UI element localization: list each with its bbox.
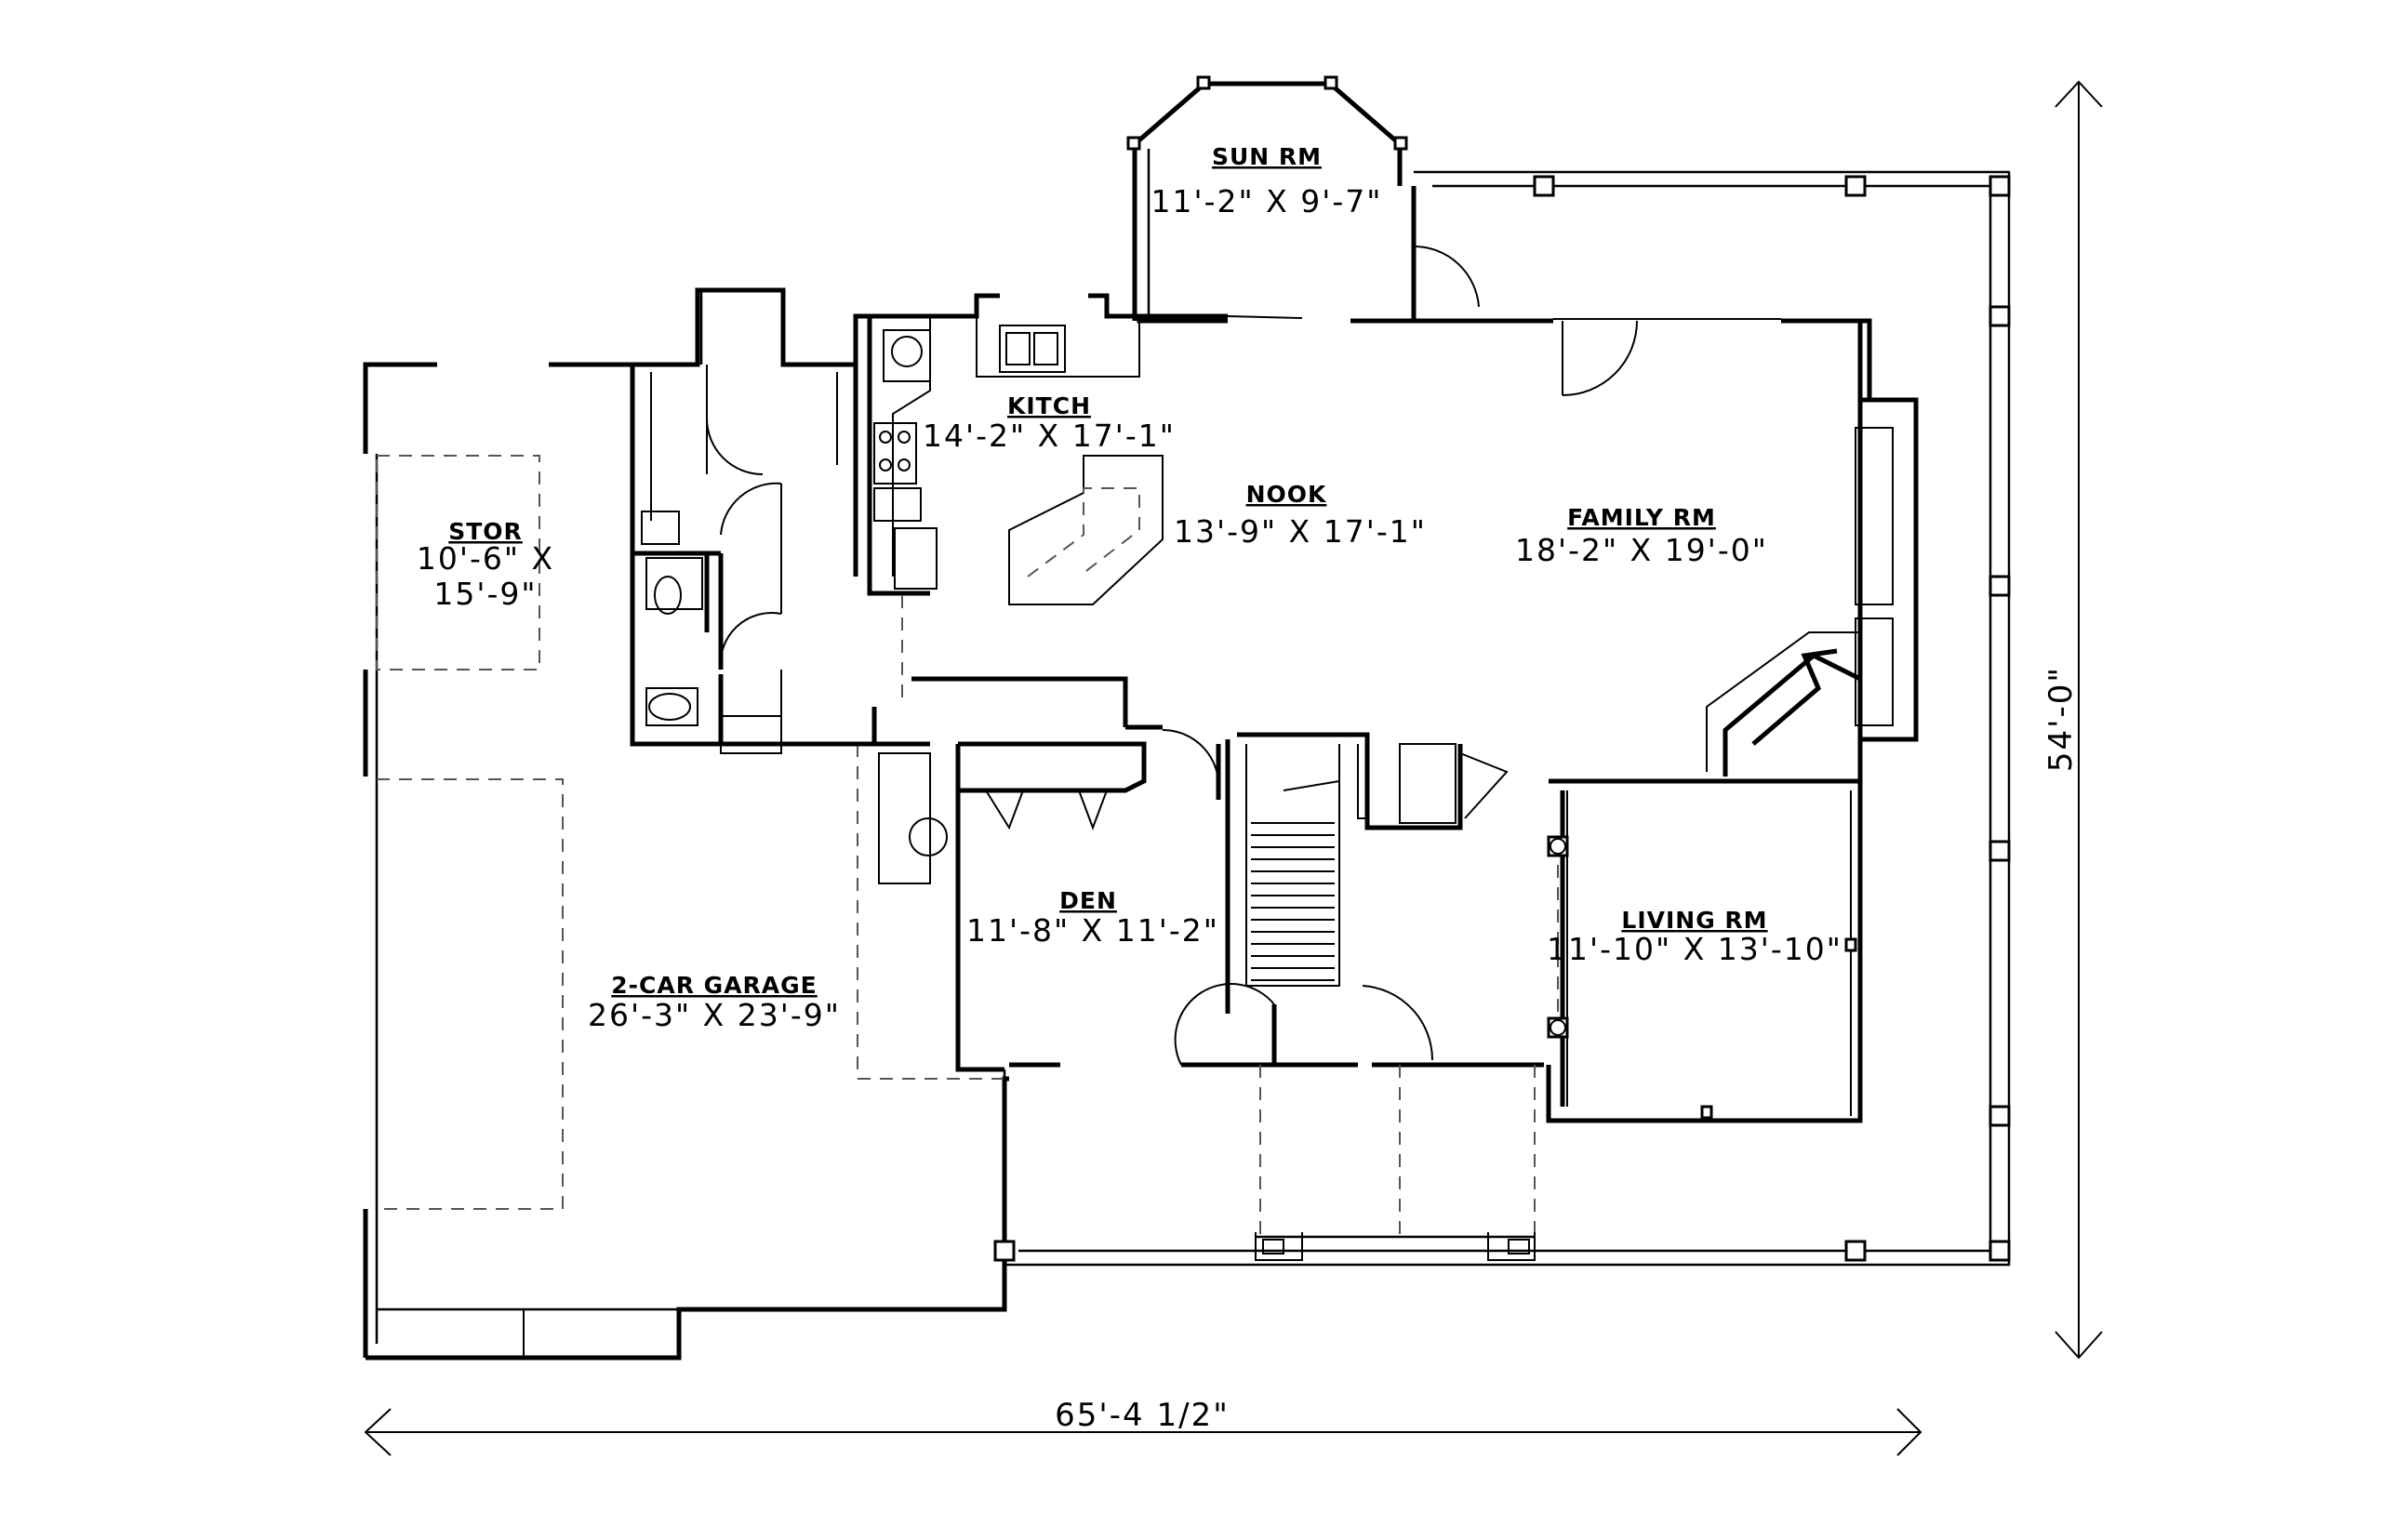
- living-rm-dim: 11'-10" X 13'-10": [1547, 931, 1842, 967]
- porch-post: [1844, 1240, 1867, 1262]
- porch: [993, 170, 2011, 1267]
- den-name: DEN: [1059, 887, 1117, 914]
- kitchen-walls: [853, 293, 1228, 707]
- sun-rm-dim: 11'-2" X 9'-7": [1151, 183, 1383, 219]
- porch-post: [1533, 175, 1555, 197]
- porch-post: [1989, 840, 2011, 862]
- porch-post: [993, 1240, 1016, 1262]
- stairs: [1237, 732, 1509, 987]
- living-rm-name: LIVING RM: [1621, 907, 1767, 934]
- family-walls: [1483, 318, 1919, 781]
- porch-post: [1989, 1105, 2011, 1127]
- sun-rm-name: SUN RM: [1212, 143, 1322, 170]
- width-dimension-line: [364, 1408, 1922, 1456]
- kitch-name: KITCH: [1007, 392, 1091, 419]
- family-rm-dim: 18'-2" X 19'-0": [1515, 532, 1768, 568]
- stor-name: STOR: [448, 518, 523, 545]
- porch-post: [1989, 175, 2011, 197]
- family-rm-name: FAMILY RM: [1567, 504, 1716, 531]
- den-dim: 11'-8" X 11'-2": [966, 912, 1219, 949]
- nook-name: NOOK: [1246, 481, 1327, 508]
- garage-dim: 26'-3" X 23'-9": [588, 997, 841, 1033]
- porch-post: [1844, 175, 1867, 197]
- porch-post: [1989, 305, 2011, 327]
- overall-depth-label: 54'-0": [2042, 666, 2080, 772]
- living-walls: [1546, 778, 1863, 1123]
- utility-walls: [632, 287, 877, 754]
- stor-dim-line1: 10'-6" X: [417, 540, 554, 577]
- sunroom-walls: [1126, 75, 1483, 324]
- den-walls: [874, 676, 1544, 1072]
- porch-post: [1989, 575, 2011, 597]
- nook-dim: 13'-9" X 17'-1": [1174, 513, 1427, 550]
- kitch-dim: 14'-2" X 17'-1": [923, 418, 1176, 454]
- porch-post: [1989, 1240, 2011, 1262]
- garage-dashed: [376, 455, 1004, 1210]
- depth-dimension-line: [2055, 80, 2103, 1360]
- stor-dim-line2: 15'-9": [433, 576, 537, 612]
- garage-name: 2-CAR GARAGE: [611, 972, 818, 999]
- overall-width-label: 65'-4 1/2": [1055, 1397, 1230, 1434]
